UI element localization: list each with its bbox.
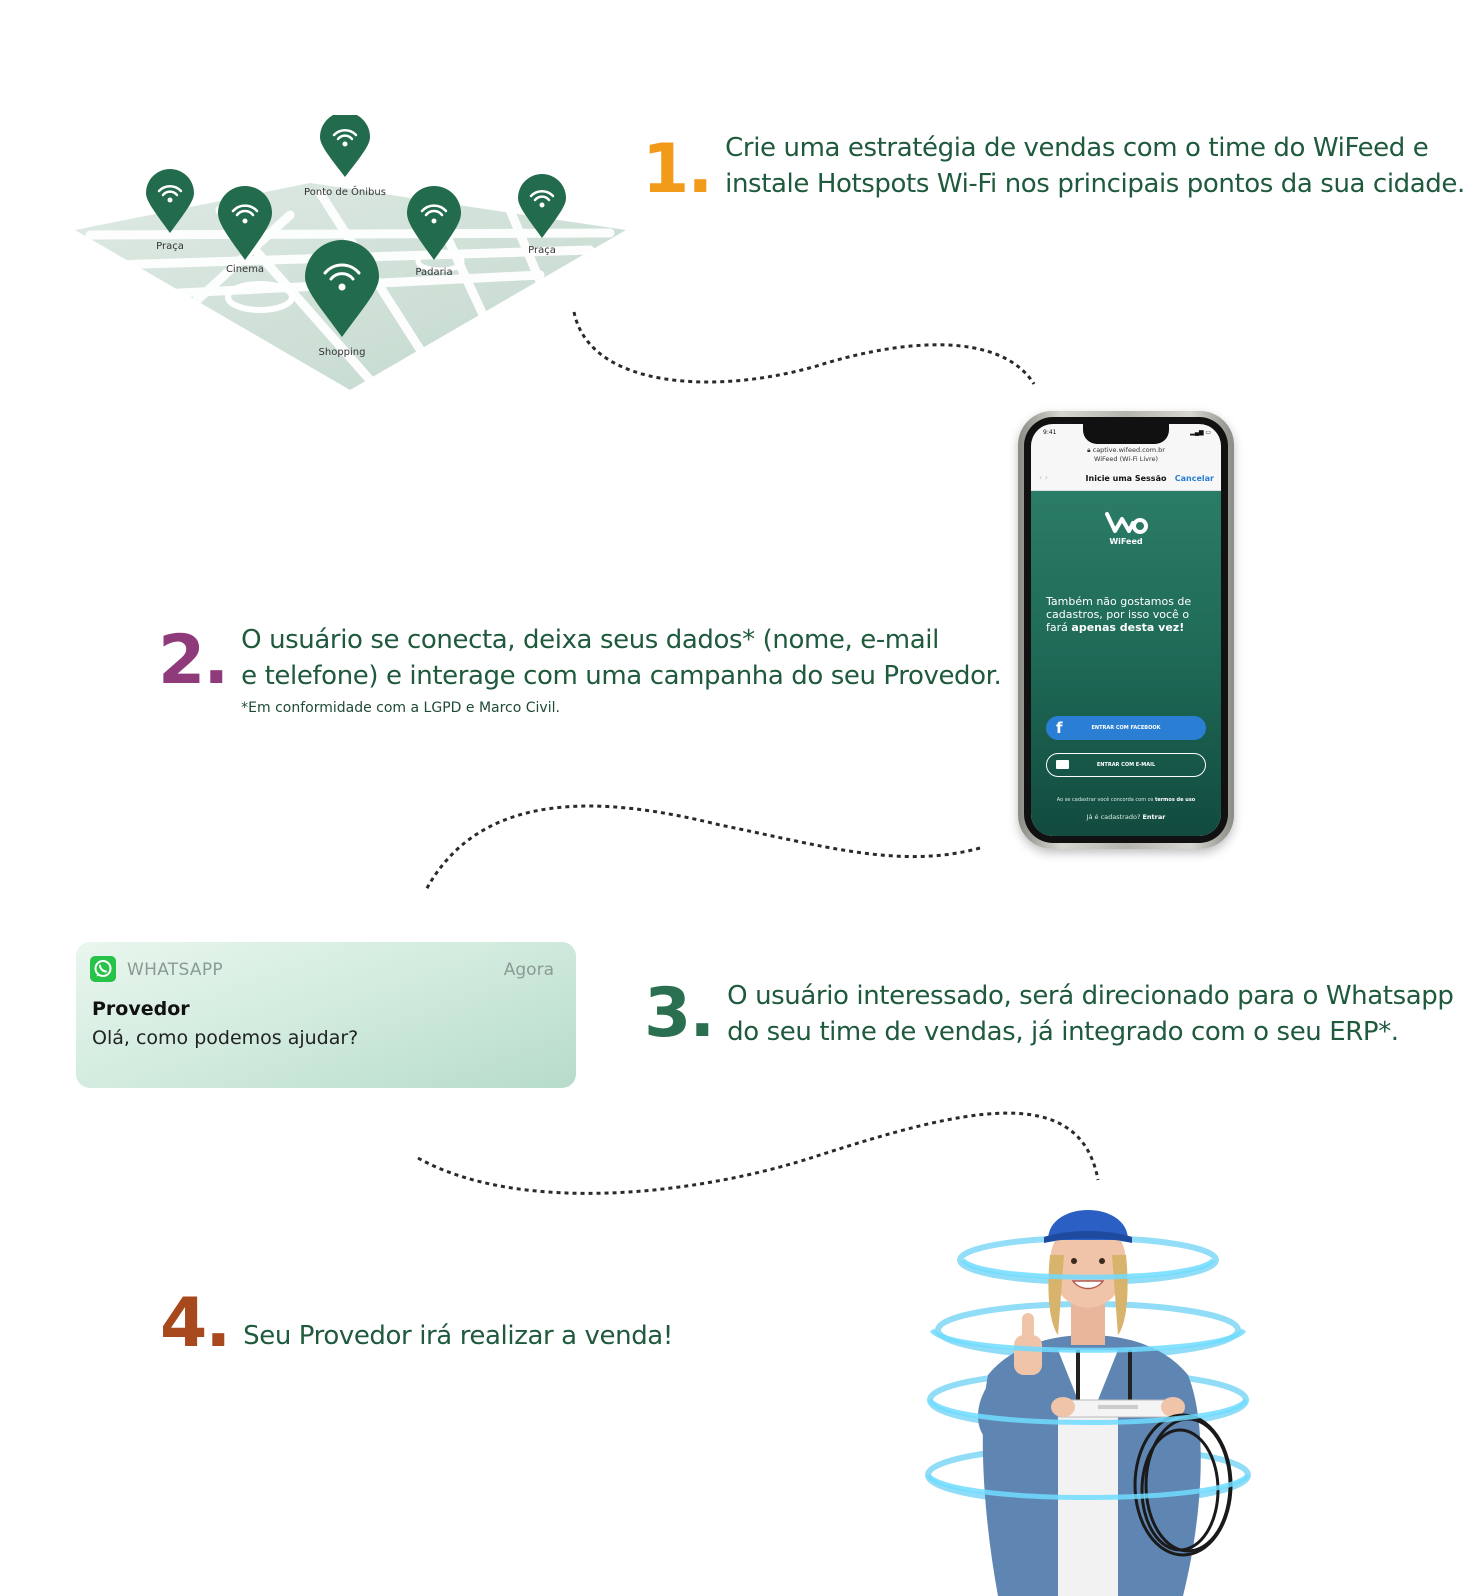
email-login-button[interactable]: ENTRAR COM E-MAIL <box>1046 753 1206 777</box>
hotspot-pin-praca-right: Praça <box>518 174 566 256</box>
phone-screen: 9:41 ▂▄▆ ▭ 🔒︎ captive.wifeed.com.br WiFe… <box>1031 424 1221 836</box>
pin-label: Padaria <box>415 267 452 278</box>
step-text-line: O usuário interessado, será direcionado … <box>727 981 1454 1011</box>
phone-mockup: 9:41 ▂▄▆ ▭ 🔒︎ captive.wifeed.com.br WiFe… <box>1018 411 1234 849</box>
step-1: 1. Crie uma estratégia de vendas com o t… <box>642 130 1465 204</box>
phone-notch <box>1083 424 1169 444</box>
step-text-line: e telefone) e interage com uma campanha … <box>241 661 1002 691</box>
wifi-icon <box>231 204 259 217</box>
step-footnote: *Em conformidade com a LGPD e Marco Civi… <box>241 700 560 716</box>
whatsapp-icon <box>90 956 116 982</box>
step-2: 2. O usuário se conecta, deixa seus dado… <box>158 621 1002 716</box>
step-text-line: do seu time de vendas, já integrado com … <box>727 1017 1399 1047</box>
wifi-icon <box>529 189 555 202</box>
nav-title: Inicie uma Sessão <box>1085 474 1167 483</box>
connector-1-2 <box>572 311 1036 385</box>
hotspot-pin-cinema: Cinema <box>218 186 272 275</box>
terms-link[interactable]: termos de uso <box>1154 797 1196 803</box>
pin-label: Praça <box>156 241 184 252</box>
pin-label: Cinema <box>226 264 264 275</box>
url-bar[interactable]: 🔒︎ captive.wifeed.com.br WiFeed (Wi-Fi L… <box>1031 446 1221 464</box>
back-forward-icon[interactable]: ‹ › <box>1039 473 1048 482</box>
step-text-line: O usuário se conecta, deixa seus dados* … <box>241 625 939 655</box>
pin-label: Ponto de Ônibus <box>304 185 386 198</box>
signal-battery-icon: ▂▄▆ ▭ <box>1190 430 1211 436</box>
portal-message: Também não gostamos de cadastros, por is… <box>1046 595 1192 634</box>
technician-with-router-photo <box>925 1210 1251 1596</box>
wifi-icon <box>323 263 361 281</box>
step-text-line: instale Hotspots Wi-Fi nos principais po… <box>725 169 1465 199</box>
hotspot-pin-shopping: Shopping <box>305 240 379 358</box>
wifi-icon <box>157 184 183 197</box>
city-map-illustration: Ponto de Ônibus Praça Cinema Padaria Pra… <box>75 115 626 390</box>
brand-name: WiFeed <box>1109 537 1143 546</box>
captive-nav-bar: ‹ › Inicie uma Sessão Cancelar <box>1031 468 1221 491</box>
step-3: 3. O usuário interessado, será direciona… <box>644 974 1454 1053</box>
network-name: WiFeed (Wi-Fi Livre) <box>1093 455 1159 463</box>
facebook-icon: f <box>1056 719 1063 737</box>
whatsapp-notification[interactable]: WHATSAPP Agora Provedor Olá, como podemo… <box>76 942 576 1088</box>
hotspot-pin-padaria: Padaria <box>407 186 461 278</box>
hotspot-pin-ponto-onibus: Ponto de Ônibus <box>304 115 386 198</box>
step-number: 4. <box>160 1284 231 1363</box>
facebook-login-button[interactable]: f ENTRAR COM FACEBOOK <box>1046 716 1206 740</box>
notification-sender: Provedor <box>92 998 190 1020</box>
wifi-icon <box>332 128 358 141</box>
status-time: 9:41 <box>1043 429 1057 436</box>
step-text-line: Crie uma estratégia de vendas com o time… <box>725 133 1429 163</box>
step-number: 1. <box>642 130 713 209</box>
login-prompt: Já é cadastrado? Entrar <box>1086 813 1166 821</box>
connector-3-4 <box>417 1111 1100 1195</box>
terms-text: Ao se cadastrar você concorda com os ter… <box>1056 797 1196 803</box>
pin-label: Praça <box>528 245 556 256</box>
step-text-line: Seu Provedor irá realizar a venda! <box>243 1321 673 1351</box>
lock-icon: 🔒︎ <box>1087 446 1091 454</box>
step-number: 3. <box>644 974 715 1053</box>
notification-time: Agora <box>503 960 554 980</box>
captive-portal: WiFeed Também não gostamos de cadastros,… <box>1031 491 1221 836</box>
connector-2-3 <box>424 804 981 891</box>
step-number: 2. <box>158 621 229 700</box>
wifeed-logo: WiFeed <box>1031 511 1221 546</box>
login-link[interactable]: Entrar <box>1142 813 1166 821</box>
wifi-icon <box>420 204 448 217</box>
notification-message: Olá, como podemos ajudar? <box>92 1027 359 1049</box>
hotspot-pin-praca-left: Praça <box>146 169 194 252</box>
cancel-button[interactable]: Cancelar <box>1174 474 1214 483</box>
step-4: 4. Seu Provedor irá realizar a venda! <box>160 1290 673 1358</box>
pin-label: Shopping <box>319 347 366 358</box>
envelope-icon <box>1056 760 1069 769</box>
wifeed-logo-icon <box>1105 512 1148 534</box>
notification-app-name: WHATSAPP <box>127 960 223 980</box>
url-text: captive.wifeed.com.br <box>1092 446 1165 454</box>
